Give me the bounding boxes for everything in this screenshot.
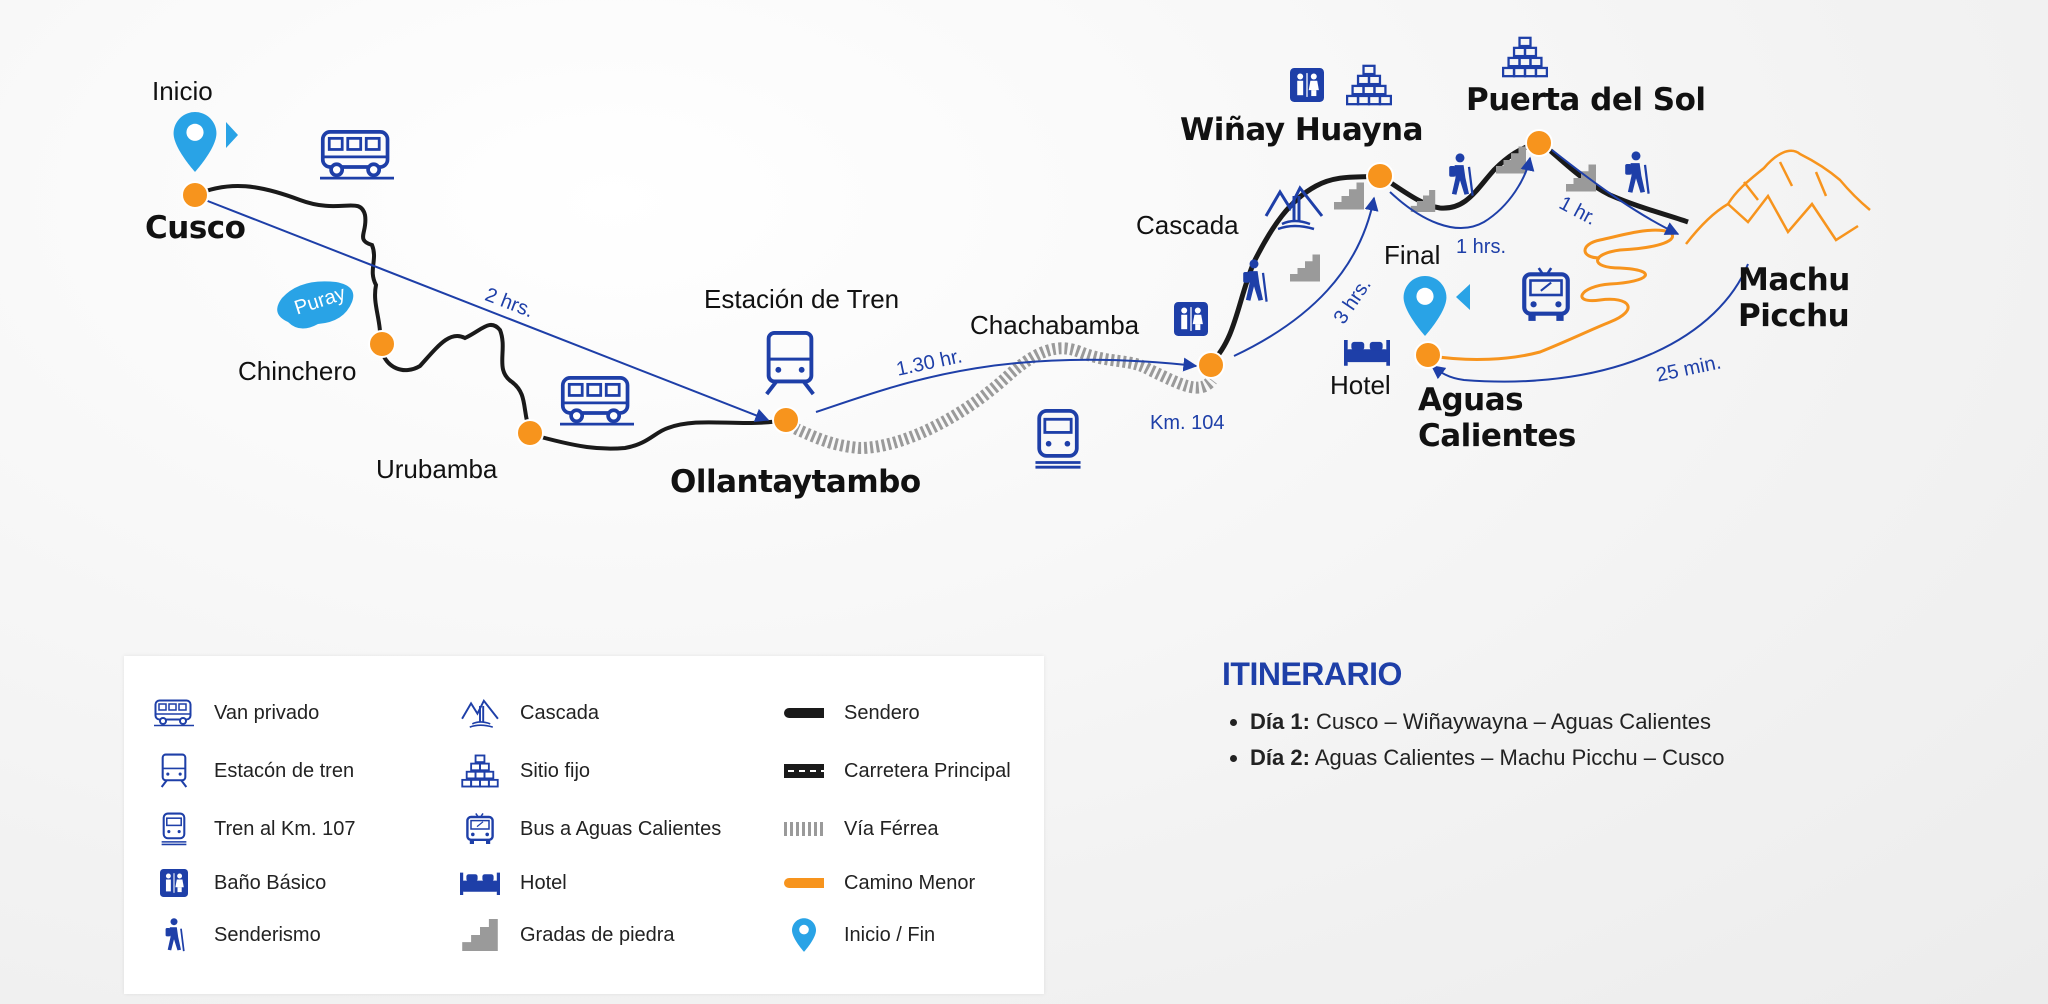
location-pin-icon bbox=[173, 112, 217, 172]
puray-lake bbox=[277, 281, 354, 329]
legend-label: Cascada bbox=[520, 701, 599, 724]
label-chachabamba: Chachabamba bbox=[970, 310, 1140, 340]
railway-line-icon bbox=[784, 822, 824, 836]
bed-icon bbox=[1344, 338, 1390, 368]
legend-item: Gradas de piedra bbox=[460, 918, 675, 952]
train-icon bbox=[1033, 408, 1083, 470]
itinerary-day: Día 2: Aguas Calientes – Machu Picchu – … bbox=[1250, 745, 1724, 771]
label-inicio: Inicio bbox=[152, 76, 213, 106]
location-pin-arrow bbox=[1456, 284, 1470, 310]
legend-item: Sendero bbox=[784, 696, 920, 730]
time-winay-puerta: 1 hrs. bbox=[1456, 236, 1507, 258]
legend-label: Van privado bbox=[214, 701, 320, 724]
legend-label: Estacón de tren bbox=[214, 759, 355, 782]
location-pin-icon bbox=[1403, 276, 1447, 336]
legend-item: Senderismo bbox=[154, 917, 321, 952]
label-urubamba: Urubamba bbox=[376, 454, 498, 484]
hiker-icon bbox=[1448, 152, 1474, 197]
label-estacion: Estación de Tren bbox=[704, 284, 900, 314]
label-final: Final bbox=[1384, 240, 1441, 270]
legend-item: Cascada bbox=[460, 696, 599, 730]
itinerary-day-text: Aguas Calientes – Machu Picchu – Cusco bbox=[1309, 745, 1725, 770]
road-urubamba-ollanta bbox=[529, 418, 787, 451]
itinerary-day-text: Cusco – Wiñaywayna – Aguas Calientes bbox=[1309, 709, 1712, 734]
trail-line-icon bbox=[784, 708, 824, 718]
label-km104: Km. 104 bbox=[1150, 412, 1225, 434]
train-station-icon bbox=[764, 330, 816, 397]
legend-item: Estacón de tren bbox=[154, 753, 355, 789]
van-icon bbox=[154, 699, 194, 727]
legend-label: Baño Básico bbox=[214, 871, 327, 894]
stone-stairs bbox=[1290, 146, 1596, 282]
legend-label: Sendero bbox=[844, 701, 920, 724]
legend-label: Senderismo bbox=[214, 923, 321, 946]
label-machu-picchu: Machu Picchu bbox=[1738, 262, 1850, 334]
hiker-icon bbox=[164, 917, 185, 952]
legend-item: Baño Básico bbox=[154, 866, 326, 900]
waterfall-icon bbox=[461, 699, 499, 729]
restroom-icon bbox=[1174, 302, 1208, 336]
main-road-line-icon bbox=[784, 764, 824, 778]
machu-picchu-mountain-icon bbox=[1685, 149, 1871, 245]
legend-item: Bus a Aguas Calientes bbox=[460, 812, 721, 846]
ruins-icon bbox=[1502, 36, 1548, 78]
legend-item: Inicio / Fin bbox=[784, 918, 935, 952]
restroom-icon bbox=[1290, 68, 1324, 102]
bed-icon bbox=[460, 870, 500, 897]
minor-road-aguas-machu bbox=[1431, 228, 1674, 361]
itinerary-day-label: Día 2: bbox=[1250, 745, 1310, 770]
legend-item: Tren al Km. 107 bbox=[154, 812, 356, 846]
trail-km104-winay bbox=[1210, 173, 1381, 364]
hiker-icon bbox=[1242, 258, 1268, 303]
route-arrows bbox=[199, 149, 1749, 422]
legend-item: Vía Férrea bbox=[784, 812, 938, 846]
legend-panel: Van privado Estacón de tren Tren al Km. … bbox=[124, 656, 1044, 994]
minor-road-line-icon bbox=[784, 878, 824, 888]
van-icon bbox=[560, 375, 634, 427]
label-aguas-calientes: Aguas Calientes bbox=[1418, 382, 1576, 454]
stairs-icon bbox=[462, 919, 498, 951]
label-cusco: Cusco bbox=[145, 210, 246, 246]
legend-item: Hotel bbox=[460, 866, 567, 900]
legend-label: Camino Menor bbox=[844, 871, 976, 894]
label-winay-huayna: Wiñay Huayna bbox=[1180, 112, 1424, 148]
label-puerta-del-sol: Puerta del Sol bbox=[1466, 82, 1706, 118]
itinerary-day-label: Día 1: bbox=[1250, 709, 1310, 734]
legend-label: Inicio / Fin bbox=[844, 923, 936, 946]
itinerary-section: ITINERARIO Día 1: Cusco – Wiñaywayna – A… bbox=[1222, 656, 1724, 781]
label-hotel: Hotel bbox=[1330, 370, 1391, 400]
label-chinchero: Chinchero bbox=[238, 356, 357, 386]
itinerary-day: Día 1: Cusco – Wiñaywayna – Aguas Calien… bbox=[1250, 709, 1724, 735]
legend-item: Sitio fijo bbox=[460, 754, 590, 788]
location-pin-arrow bbox=[226, 122, 238, 148]
itinerary-title: ITINERARIO bbox=[1222, 656, 1402, 692]
ruins-icon bbox=[1346, 64, 1392, 106]
bus-icon bbox=[466, 812, 494, 846]
legend-label: Carretera Principal bbox=[844, 759, 1011, 782]
legend-label: Vía Férrea bbox=[844, 817, 939, 840]
label-ollantaytambo: Ollantaytambo bbox=[670, 464, 921, 500]
van-icon bbox=[320, 129, 394, 181]
railway bbox=[787, 342, 1217, 455]
legend-item: Van privado bbox=[154, 696, 319, 730]
location-pin-icon bbox=[792, 918, 816, 952]
label-cascada: Cascada bbox=[1136, 210, 1239, 240]
legend-label: Bus a Aguas Calientes bbox=[520, 817, 722, 840]
legend-item: Camino Menor bbox=[784, 866, 975, 900]
legend-label: Gradas de piedra bbox=[520, 923, 675, 946]
itinerary-list: Día 1: Cusco – Wiñaywayna – Aguas Calien… bbox=[1222, 709, 1724, 771]
bus-icon bbox=[1524, 268, 1568, 321]
train-station-icon bbox=[160, 753, 188, 789]
legend-label: Tren al Km. 107 bbox=[214, 817, 356, 840]
train-icon bbox=[160, 812, 188, 846]
route-nodes bbox=[181, 129, 1553, 447]
legend-item: Carretera Principal bbox=[784, 754, 1011, 788]
hiker-icon bbox=[1624, 150, 1650, 195]
ruins-icon bbox=[461, 754, 499, 788]
trail-puerta-machu bbox=[1538, 140, 1689, 225]
legend-label: Sitio fijo bbox=[520, 759, 591, 782]
legend-label: Hotel bbox=[520, 871, 567, 894]
restroom-icon bbox=[160, 869, 188, 897]
